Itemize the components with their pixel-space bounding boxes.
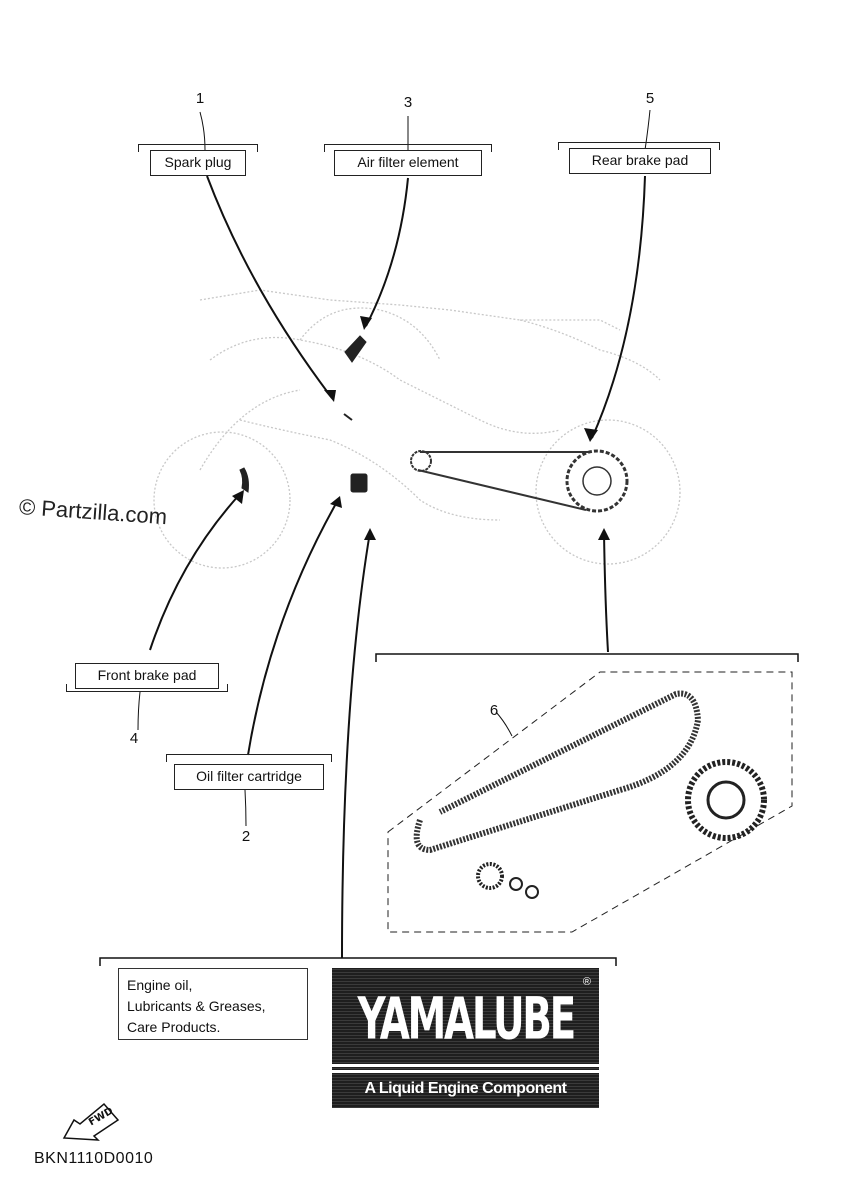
care-line-care-products: Care Products. bbox=[127, 1019, 221, 1035]
label-air-filter[interactable]: Air filter element bbox=[334, 150, 482, 176]
callout-number-6: 6 bbox=[489, 702, 499, 719]
rear-wheel-outline bbox=[535, 419, 681, 565]
engine-outline bbox=[239, 419, 501, 521]
callout-number-2: 2 bbox=[241, 828, 251, 845]
label-oil-filter[interactable]: Oil filter cartridge bbox=[174, 764, 324, 790]
callout-number-4: 4 bbox=[129, 730, 139, 747]
leader-front-brake bbox=[149, 493, 241, 651]
group-brackets bbox=[99, 653, 799, 966]
leader-spark-plug bbox=[206, 175, 333, 399]
bracket-front-brake bbox=[66, 684, 228, 692]
arrow-heads bbox=[232, 316, 610, 540]
yamalube-bracket bbox=[99, 957, 617, 966]
logo-rule-upper bbox=[332, 1064, 599, 1067]
drive-chain-kit bbox=[387, 671, 793, 933]
frame-top-outline bbox=[199, 289, 621, 331]
part-marks bbox=[239, 335, 368, 493]
tank-outline bbox=[209, 336, 561, 434]
diagram-code: BKN1110D0010 bbox=[34, 1150, 154, 1167]
chain-loop bbox=[413, 690, 702, 854]
fwd-arrow-icon: FWD bbox=[62, 1102, 120, 1141]
front-brake-mark bbox=[239, 467, 249, 493]
logo-rule-lower bbox=[332, 1070, 599, 1073]
leader-lines bbox=[137, 109, 651, 959]
fork-outline bbox=[199, 389, 301, 471]
leader-rear-brake bbox=[591, 175, 646, 439]
kit-dashed-border bbox=[387, 671, 793, 933]
care-products-box: Engine oil, Lubricants & Greases, Care P… bbox=[118, 968, 308, 1040]
drive-sprocket bbox=[476, 862, 504, 890]
tail-outline bbox=[519, 319, 661, 381]
leader-air-filter bbox=[365, 177, 409, 327]
bracket-rear-brake bbox=[558, 142, 720, 150]
label-front-brake[interactable]: Front brake pad bbox=[75, 663, 219, 689]
rear-sprocket-hub bbox=[706, 780, 746, 820]
spark-plug-mark bbox=[343, 413, 353, 421]
callout-number-3: 3 bbox=[403, 94, 413, 111]
air-filter-mark bbox=[344, 335, 367, 363]
nut bbox=[525, 885, 539, 899]
registered-mark: ® bbox=[582, 976, 591, 988]
care-line-engine-oil: Engine oil, bbox=[127, 977, 193, 993]
leader-oil-filter bbox=[247, 499, 339, 756]
washer bbox=[509, 877, 523, 891]
drive-chain-bracket bbox=[375, 653, 799, 662]
yamalube-wordmark: YAMALUBE bbox=[357, 985, 576, 1053]
rear-sprocket bbox=[685, 759, 767, 841]
leader-drive-chain bbox=[603, 531, 609, 653]
callout-number-1: 1 bbox=[195, 90, 205, 107]
label-spark-plug[interactable]: Spark plug bbox=[150, 150, 246, 176]
oil-filter-mark bbox=[350, 473, 368, 493]
callout-number-5: 5 bbox=[645, 90, 655, 107]
installed-drive-chain bbox=[410, 449, 629, 513]
front-wheel-outline bbox=[153, 431, 291, 569]
bracket-air-filter bbox=[324, 144, 492, 152]
yamalube-tagline: A Liquid Engine Component bbox=[364, 1080, 568, 1097]
label-rear-brake[interactable]: Rear brake pad bbox=[569, 148, 711, 174]
motorcycle-outline bbox=[153, 289, 681, 569]
bracket-oil-filter bbox=[166, 754, 332, 762]
leader-yamalube bbox=[341, 531, 371, 959]
yamalube-logo[interactable]: YAMALUBE ® A Liquid Engine Component bbox=[332, 968, 599, 1108]
bracket-spark-plug bbox=[138, 144, 258, 152]
care-line-lubricants: Lubricants & Greases, bbox=[127, 998, 266, 1014]
